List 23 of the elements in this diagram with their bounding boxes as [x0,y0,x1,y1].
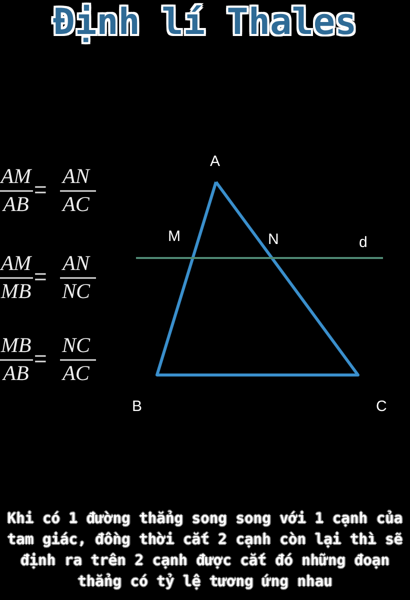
equals-sign: = [34,346,47,372]
point-label: d [359,234,368,251]
point-label: A [210,153,220,170]
point-label: N [268,231,279,248]
fraction-term: AM [0,251,33,276]
title: Định lí Thales [52,2,358,43]
fraction-term: AB [1,192,30,217]
point-label: M [168,228,180,245]
caption: Khi có 1 đường thẳng song song với 1 cạnh của tam giác, đồng thời cắt 2 cạnh còn lại thì sẽ định ra trên 2 cạnh được cắt đó những đoạn thẳng có tỷ lệ tương ứng nhau [6,509,404,592]
fraction-term: MB [0,279,32,304]
fraction-term: AN [60,251,92,276]
fraction-term: AB [1,361,30,386]
equals-sign: = [34,177,47,203]
fraction-term: NC [60,279,92,304]
fraction-term: AC [60,192,90,217]
fraction-term: AM [0,164,33,189]
point-label: B [132,398,142,415]
equals-sign: = [34,264,47,290]
fraction-term: NC [60,333,92,358]
fraction-term: AC [60,361,90,386]
point-label: C [376,398,387,415]
fraction-term: MB [0,333,32,358]
fraction-term: AN [60,164,92,189]
